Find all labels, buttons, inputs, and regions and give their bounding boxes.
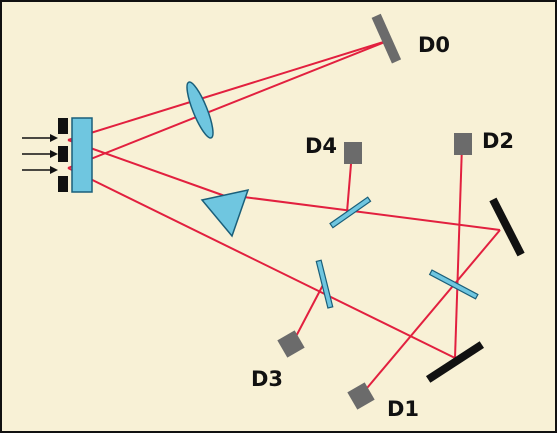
beam-paths xyxy=(67,39,501,395)
slit-plate xyxy=(58,118,68,192)
detector-icon xyxy=(347,382,375,410)
mirror-icon xyxy=(489,197,525,257)
slit-block xyxy=(58,146,68,162)
detector-icon xyxy=(454,133,472,155)
input-arrows xyxy=(22,134,58,174)
beam-splitter-icon xyxy=(315,259,334,309)
arrow-head-icon xyxy=(50,150,58,158)
beam-mirror-to-d1 xyxy=(361,229,501,395)
beam-to-d3 xyxy=(291,282,325,345)
beam-source-lower-to-mirror xyxy=(67,167,456,359)
convex-lens-icon xyxy=(186,81,214,139)
slit-block xyxy=(58,118,68,134)
detector-icon xyxy=(344,142,362,164)
label-d0: D0 xyxy=(418,33,450,57)
beam-splitter-icon xyxy=(428,269,479,300)
beam-to-d2 xyxy=(454,144,463,359)
arrow-head-icon xyxy=(50,166,58,174)
mirror-icon xyxy=(425,341,485,383)
beam-source-to-d0-lower xyxy=(67,39,391,169)
detector-icon xyxy=(371,13,402,64)
arrow-head-icon xyxy=(50,134,58,142)
label-d4: D4 xyxy=(305,134,337,158)
label-d2: D2 xyxy=(482,129,514,153)
prism-icon xyxy=(200,188,250,238)
slit-block xyxy=(58,176,68,192)
beam-source-to-prism xyxy=(67,139,226,197)
crystal-source-icon xyxy=(71,117,93,193)
label-d1: D1 xyxy=(387,397,419,421)
label-d3: D3 xyxy=(251,367,283,391)
beam-prism-to-mirror-upper xyxy=(235,195,501,231)
beam-source-to-d0-upper xyxy=(67,39,391,141)
beam-splitter-icon xyxy=(329,196,372,229)
detector-icon xyxy=(277,330,305,358)
